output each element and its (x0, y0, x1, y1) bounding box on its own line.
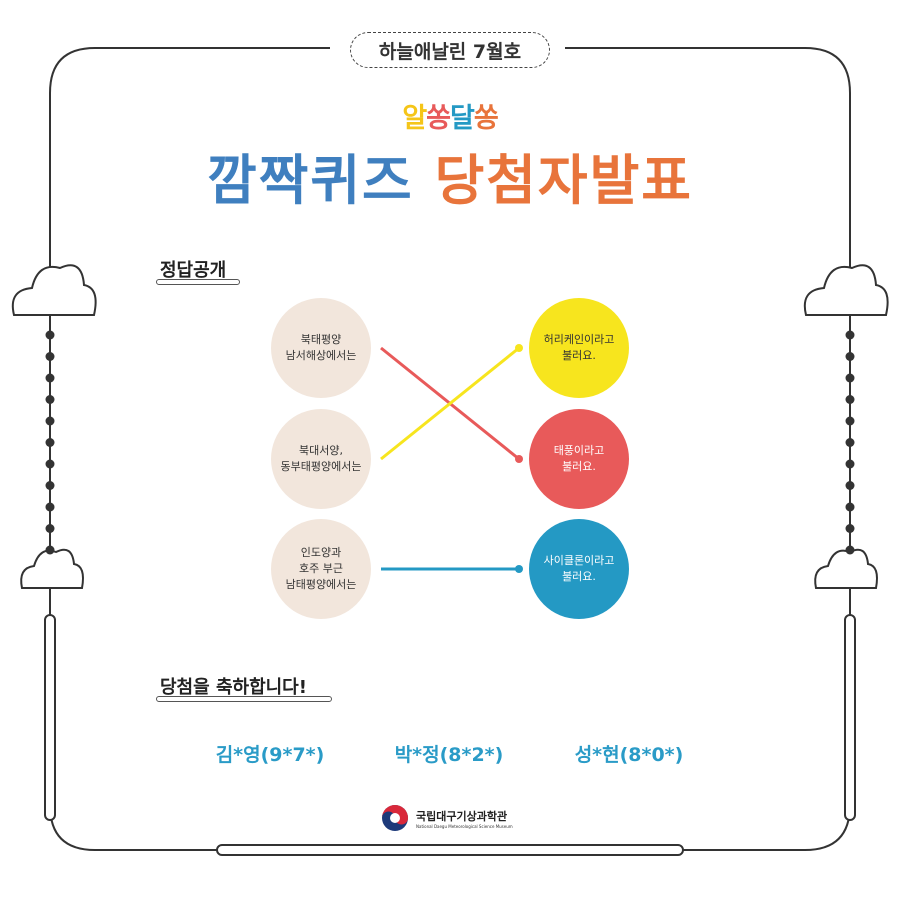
answer-circle: 사이클론이라고 불러요. (529, 519, 629, 619)
answer-circle: 허리케인이라고 불러요. (529, 298, 629, 398)
chain-dot (845, 352, 855, 361)
chain-dot (845, 438, 855, 447)
winner-name: 박*정(8*2*) (394, 744, 504, 766)
org-name-en: National Daegu Meteorological Science Mu… (416, 823, 513, 829)
title-part1: 깜짝퀴즈 (207, 149, 414, 212)
chain-dot (845, 545, 855, 555)
chain-dot (45, 545, 55, 555)
subtitle: 알쏭달쏭 (0, 96, 900, 135)
chain-dot (45, 459, 55, 469)
winner-name: 김*영(9*7*) (215, 744, 325, 766)
chain-dot (45, 395, 55, 404)
title-part2: 당첨자발표 (434, 149, 693, 212)
winners-heading: 당첨을 축하합니다! (160, 677, 307, 698)
subtitle-char: 쏭 (473, 103, 499, 134)
chain-dot (845, 524, 855, 533)
question-circle: 인도양과 호주 부근 남태평양에서는 (271, 519, 371, 619)
chain-dot (45, 502, 55, 512)
chain-dot (845, 416, 855, 426)
page-title: 깜짝퀴즈 당첨자발표 (0, 136, 900, 215)
chain-dot (845, 373, 855, 383)
chain-dot (845, 459, 855, 469)
answer-heading: 정답공개 (160, 260, 227, 281)
chain-dot (45, 481, 55, 490)
chain-dot (45, 352, 55, 361)
chain-dot (845, 395, 855, 404)
chain-dot (845, 502, 855, 512)
issue-badge: 하늘애날린 7월호 (350, 32, 550, 68)
subtitle-char: 쏭 (426, 103, 451, 134)
heading-underline (156, 696, 332, 702)
taegeuk-logo-icon (382, 805, 408, 831)
winner-name: 성*현(8*0*) (574, 744, 684, 766)
chain-dot (45, 373, 55, 383)
org-name: 국립대구기상과학관 (416, 809, 508, 823)
chain-dot (45, 438, 55, 447)
cloud-icon (11, 264, 97, 316)
cloud-icon (803, 264, 889, 316)
heading-underline (156, 279, 240, 285)
cloud-icon (20, 548, 84, 589)
chain-dot (845, 481, 855, 490)
chain-dot (45, 330, 55, 340)
answer-circle: 태풍이라고 불러요. (529, 409, 629, 509)
chain-dot (45, 524, 55, 533)
question-circle: 북대서양, 동부태평양에서는 (271, 409, 371, 509)
subtitle-char: 달 (450, 103, 475, 134)
question-circle: 북태평양 남서해상에서는 (271, 298, 371, 398)
cloud-icon (814, 548, 878, 589)
subtitle-char: 알 (402, 103, 427, 134)
chain-dot (845, 330, 855, 340)
chain-dot (45, 416, 55, 426)
